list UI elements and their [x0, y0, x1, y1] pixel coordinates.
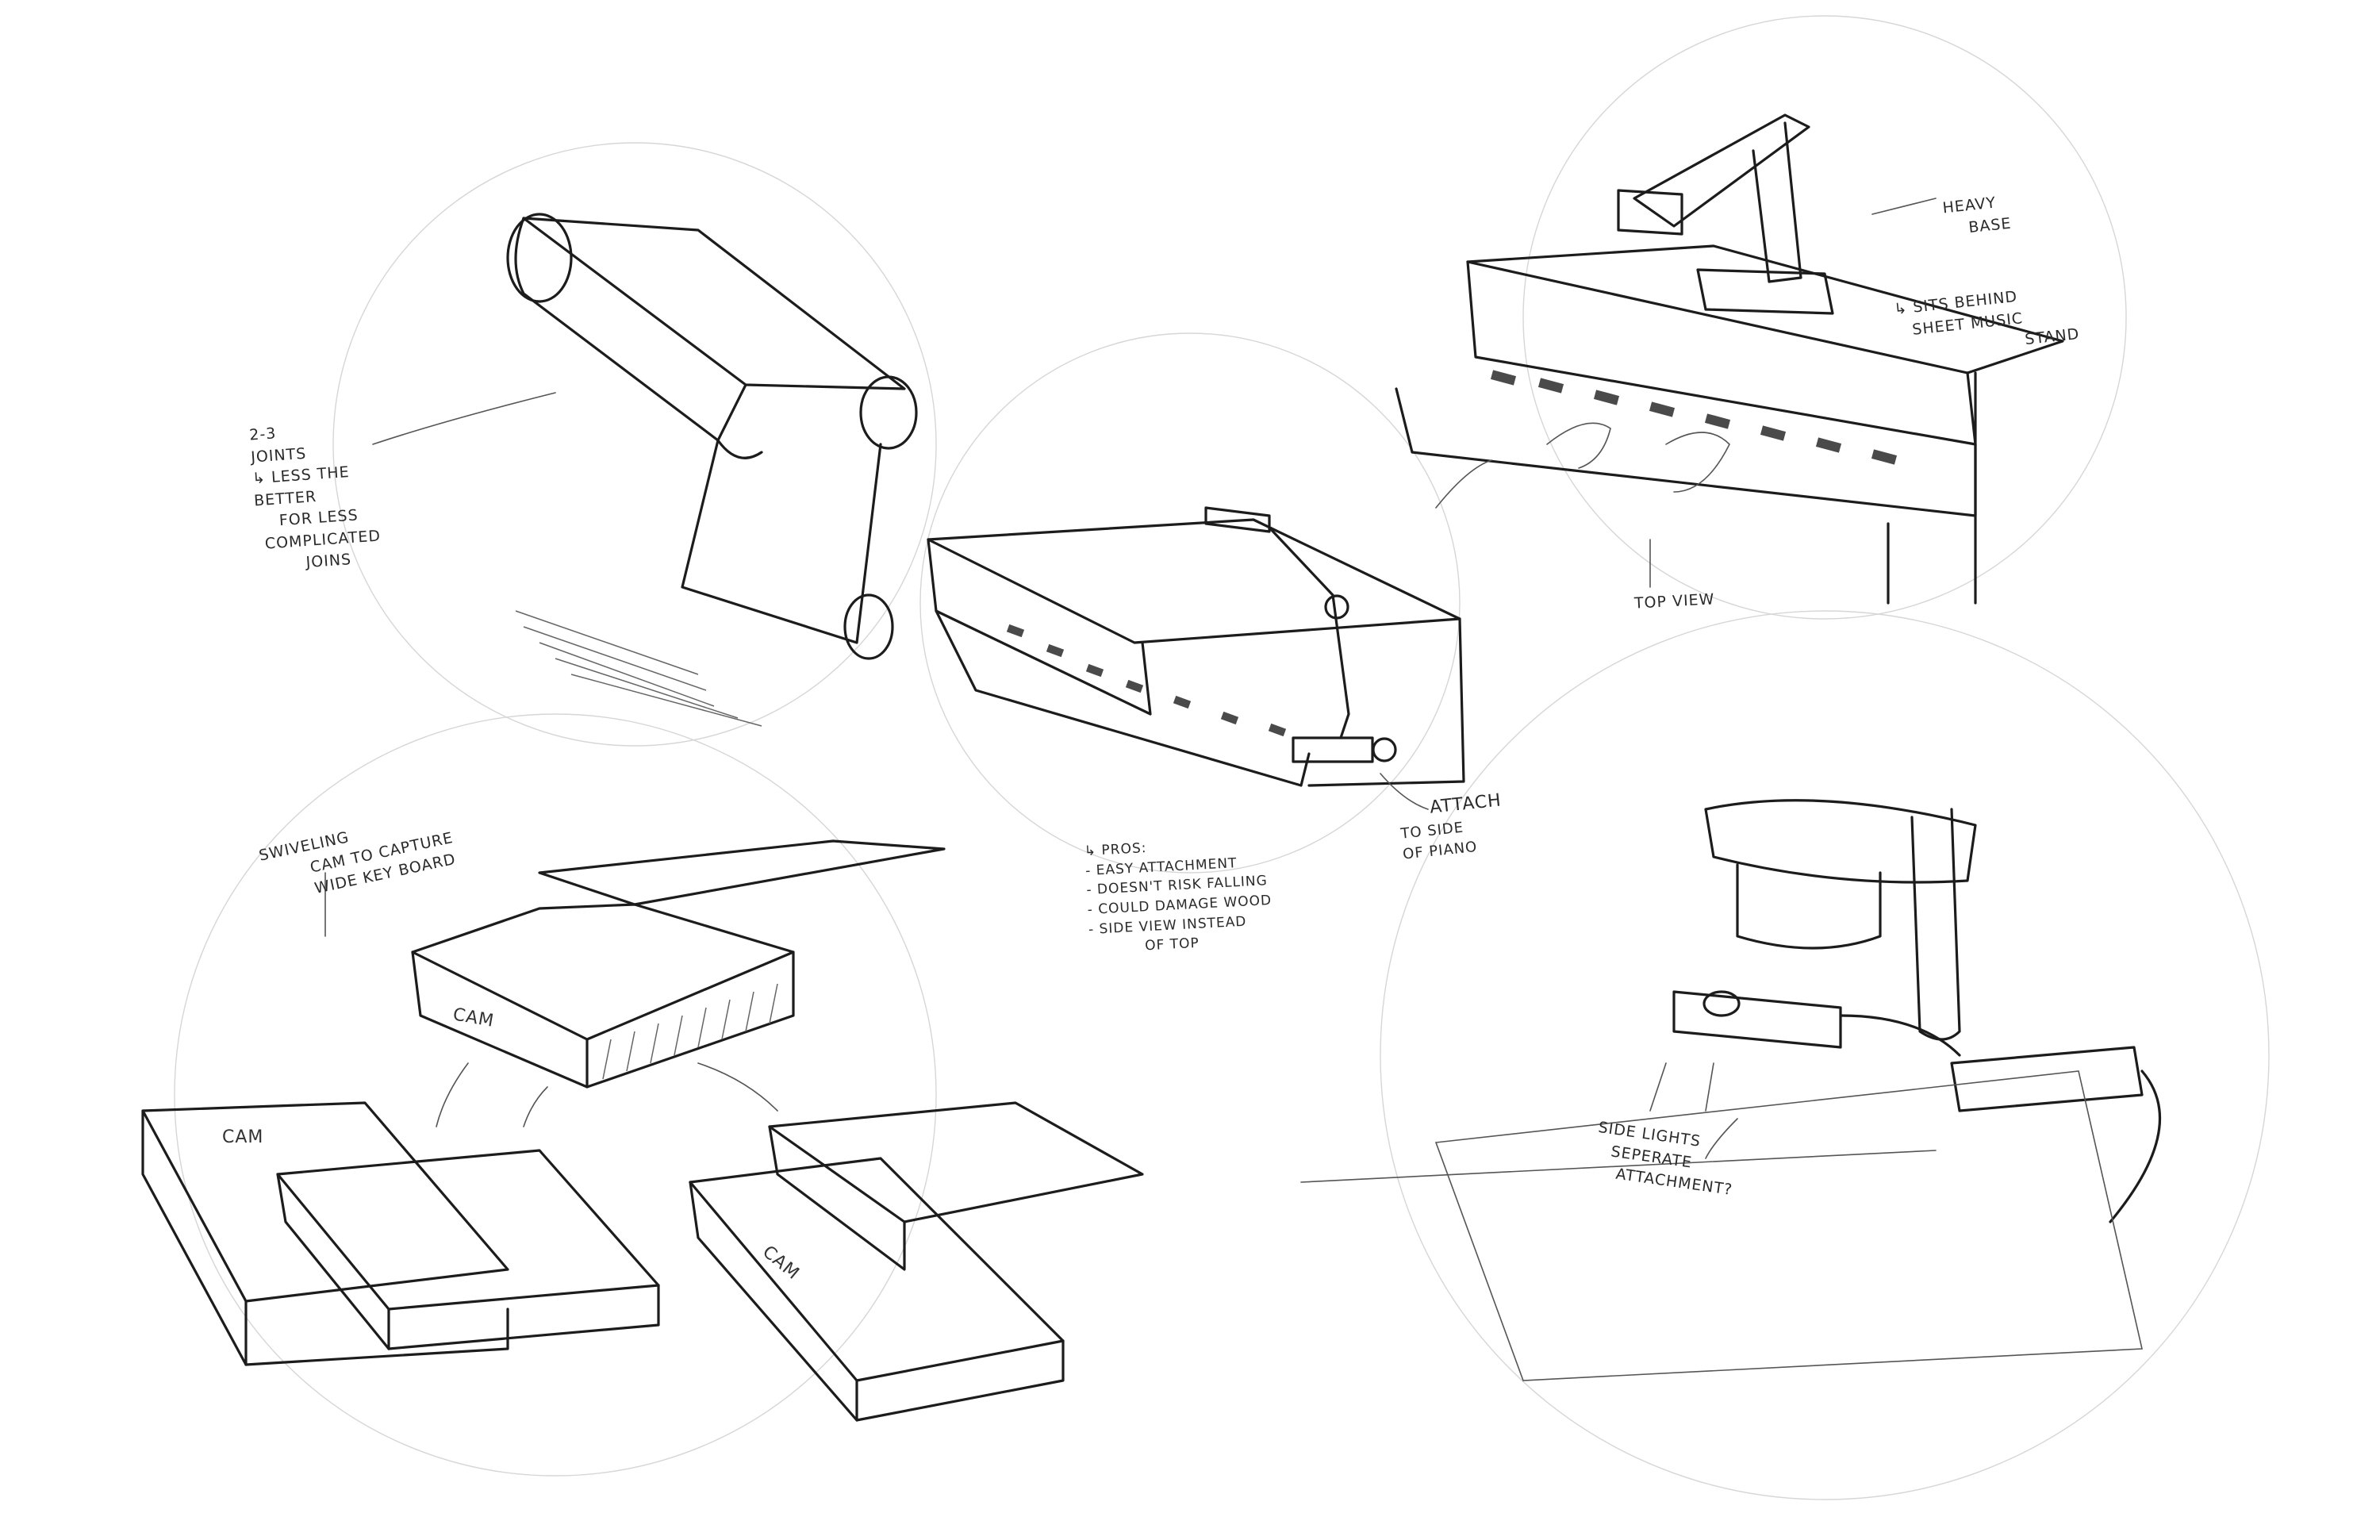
cam-label-1: CAM — [451, 1004, 496, 1031]
piano-top-view-sketch — [1395, 113, 2064, 605]
top-view-note: TOP VIEW — [1633, 589, 1715, 615]
folding-arm-sketch — [372, 213, 918, 727]
attach-note: ATTACH TO SIDE OF PIANO — [1397, 788, 1507, 865]
swiveling-cam-sketch: CAM CAM CAM — [141, 839, 1144, 1422]
cam-label-2: CAM — [222, 1127, 263, 1147]
heavy-base-note: HEAVY BASE — [1941, 191, 2013, 242]
pros-note: ↳ PROS: - EASY ATTACHMENT - DOESN'T RISK… — [1084, 832, 1274, 959]
note-line: TOP VIEW — [1633, 590, 1715, 613]
cam-label-3: CAM — [758, 1242, 803, 1284]
note-line: BASE — [1967, 214, 2013, 236]
camera-stand-sketch — [1300, 799, 2162, 1381]
piano-side-attach-sketch — [927, 506, 1465, 810]
joints-note: 2-3 JOINTS ↳ LESS THE BETTER FOR LESS CO… — [248, 417, 382, 578]
construction-guides — [174, 15, 2270, 1500]
